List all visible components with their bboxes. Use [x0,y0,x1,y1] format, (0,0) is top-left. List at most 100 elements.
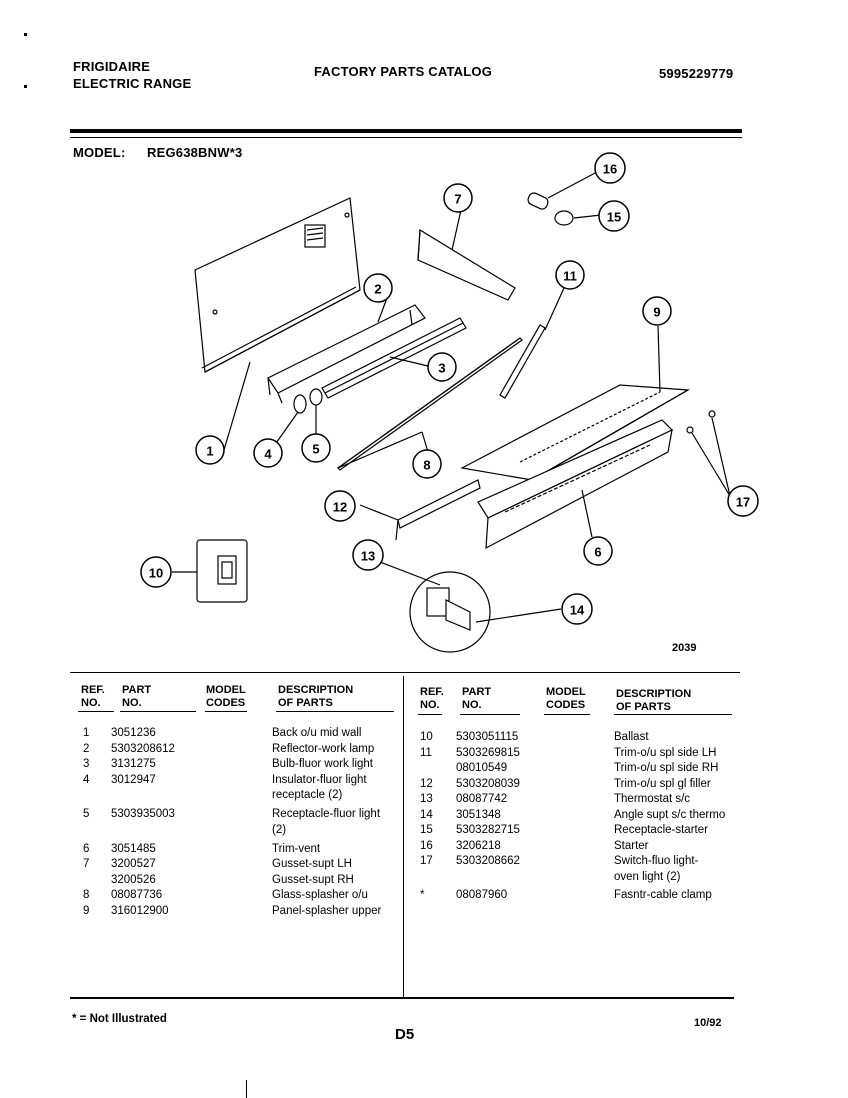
table-cell-desc: Glass-splasher o/u [272,889,368,901]
table-cell-ref: 9 [83,904,90,917]
table-cell-ref: 1 [83,727,90,739]
header-rule-thin [70,137,742,138]
table-cell-desc: (2) [272,823,287,836]
table-cell-part: 5303935003 [111,808,175,820]
table-cell-ref: 11 [420,746,432,759]
table-center-divider [403,676,404,998]
callout-label: 10 [149,566,163,581]
part-switch [708,410,716,418]
table-cell-part: 5303269815 [456,746,520,759]
table-cell-desc: oven light (2) [614,870,681,883]
table-cell-ref: 4 [83,773,90,786]
callout-label: 6 [594,545,601,560]
callout-label: 16 [603,162,617,177]
table-cell-part: 08010549 [456,762,508,774]
table-cell-part: 3051236 [111,727,156,739]
exploded-parts-diagram: 1 2 3 4 5 6 7 8 9 10 11 12 13 14 15 16 1… [140,152,759,654]
table-cell-ref: 7 [83,858,90,870]
callout-label: 8 [423,458,430,473]
table-cell-desc: Receptacle-starter [614,824,708,836]
scan-dot [24,85,27,88]
callout-label: 17 [736,495,750,510]
table-cell-part: 316012900 [111,904,169,917]
table-cell-desc: receptacle (2) [272,789,343,801]
table-cell-ref: 6 [83,842,90,855]
table-cell-part: 3200527 [111,858,156,870]
callout-label: 12 [333,500,347,515]
col-ref-right: REF.NO. [420,686,444,711]
part-reflector [267,304,426,404]
page-code: D5 [395,1026,415,1043]
callout-label: 9 [653,305,660,320]
part-trim-side [499,324,546,399]
callout-label: 4 [264,447,272,462]
part-ballast [196,539,248,603]
part-receptacle [309,388,323,406]
catalog-title: FACTORY PARTS CATALOG [314,64,493,79]
table-cell-desc: Trim-o/u spl gl filler [614,777,711,790]
table-cell-ref: 17 [420,855,433,867]
callout-label: 2 [374,282,381,297]
table-cell-ref: 3 [83,758,90,770]
table-cell-part: 08087742 [456,793,508,805]
table-cell-part: 5303208039 [456,777,520,790]
table-cell-part: 08087960 [456,888,508,901]
part-starter [527,192,549,210]
part-glass-splasher [337,337,521,469]
table-cell-desc: Trim-vent [272,842,321,855]
callout-label: 11 [563,269,577,284]
callout-label: 3 [438,361,445,376]
table-cell-part: 3051485 [111,842,156,855]
model-value: REG638BNW*3 [147,145,243,160]
scan-dot [24,33,27,36]
table-cell-part: 5303051115 [456,731,519,743]
table-cell-ref: 8 [83,889,90,901]
scan-mark [246,1080,247,1098]
table-cell-part: 08087736 [111,889,163,901]
table-cell-desc: Switch-fluo light- [614,855,699,867]
catalog-number: 5995229779 [659,66,734,81]
figure-number: 2039 [672,642,696,654]
table-cell-ref: 15 [420,824,433,836]
table-cell-desc: Gusset-supt RH [272,873,354,886]
table-cell-ref: 5 [83,808,90,820]
footer-date: 10/92 [694,1017,722,1029]
table-cell-desc: Trim-o/u spl side LH [614,746,717,759]
part-insulator [293,394,307,414]
col-ref: REF.NO. [81,684,105,709]
table-cell-desc: Fasntr-cable clamp [614,888,712,901]
table-cell-desc: Trim-o/u spl side RH [614,762,719,774]
part-gusset [417,228,516,301]
callout-label: 7 [454,192,461,207]
table-cell-desc: Back o/u mid wall [272,727,362,739]
table-cell-part: 3131275 [111,758,156,770]
callout-label: 15 [607,210,621,225]
callout-label: 5 [312,442,319,457]
table-cell-part: 3012947 [111,773,156,786]
part-trim-vent [477,419,674,550]
part-thermostat-detail [409,571,491,653]
table-top-rule [70,672,740,673]
table-cell-ref: 10 [420,731,433,743]
brand-line-2: ELECTRIC RANGE [73,76,192,91]
part-panel-upper [460,384,690,481]
table-cell-part: 5303208612 [111,742,175,755]
header-rule-thick [70,129,742,133]
table-cell-desc: Receptacle-fluor light [272,808,381,820]
table-cell-ref: 13 [420,793,433,805]
table-cell-ref: 16 [420,839,433,852]
table-cell-ref: 2 [83,742,90,755]
callout-label: 14 [570,603,585,618]
callout-label: 1 [206,444,213,459]
table-cell-part: 5303282715 [456,824,520,836]
part-back-mid-wall [194,197,361,373]
part-switch [686,426,694,434]
table-cell-desc: Gusset-supt LH [272,858,352,870]
table-cell-desc: Starter [614,839,649,852]
part-receptacle-starter [554,210,574,226]
